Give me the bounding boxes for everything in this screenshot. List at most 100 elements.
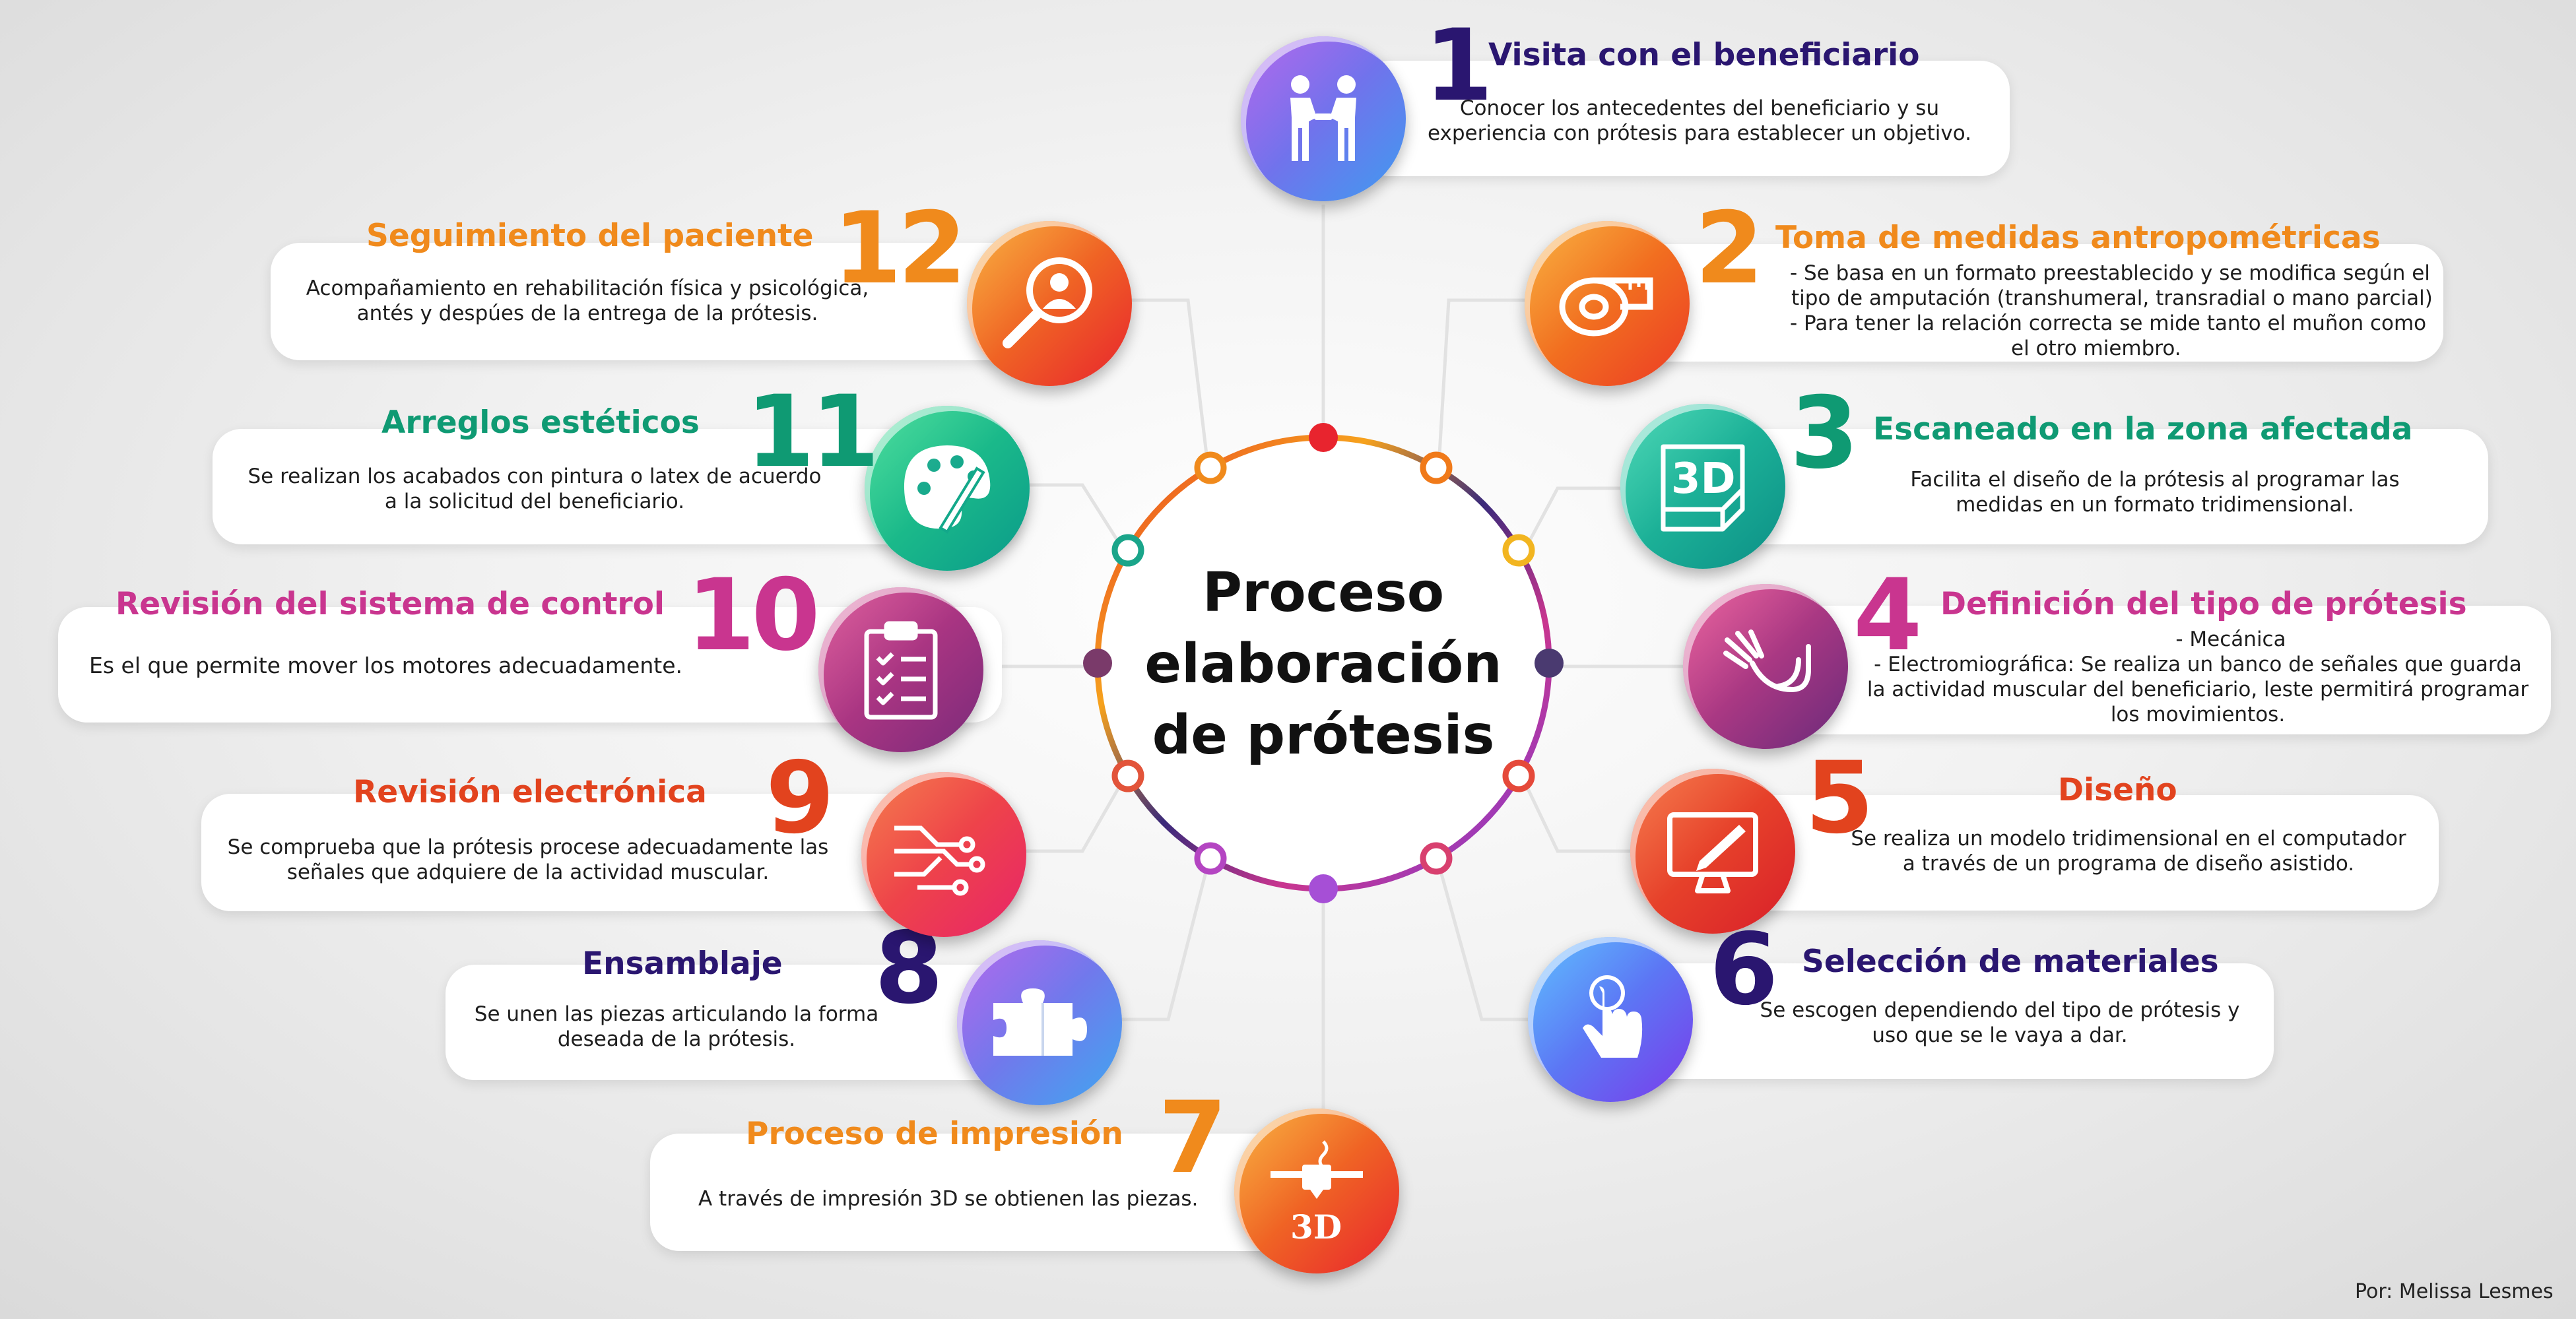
step-3-description: Facilita el diseño de la prótesis al pro…	[1861, 467, 2449, 517]
puzzle-piece-icon	[993, 988, 1087, 1056]
step-11-line-1: Se realizan los acabados con pintura o l…	[248, 465, 822, 488]
step-7-description: A través de impresión 3D se obtienen las…	[698, 1186, 1292, 1211]
step-5-line-2: a través de un programa de diseño asisti…	[1902, 852, 2355, 876]
step-6-line-1: Se escogen dependiendo del tipo de próte…	[1760, 998, 2240, 1022]
step-11-icon-badge	[865, 406, 1030, 571]
step-9-title: Revisión electrónica	[353, 774, 707, 810]
step-8-line-1: Se unen las piezas articulando la forma	[474, 1002, 879, 1026]
svg-text:3D: 3D	[1671, 455, 1736, 503]
measuring-tape-icon	[1559, 277, 1653, 337]
step-2-line-4: el otro miembro.	[2011, 337, 2181, 360]
step-1-number: 1	[1424, 9, 1493, 123]
step-1-icon-badge	[1241, 36, 1406, 201]
step-3-title: Escaneado en la zona afectada	[1873, 411, 2413, 447]
step-2-icon-badge	[1525, 221, 1690, 386]
step-1-title: Visita con el beneficiario	[1488, 37, 1920, 73]
monitor-pen-icon	[1667, 812, 1758, 893]
step-1-line-1: Conocer los antecedentes del beneficiari…	[1459, 96, 1940, 120]
step-4-line-4: los movimientos.	[2110, 703, 2286, 726]
step-10-description: Es el que permite mover los motores adec…	[89, 653, 749, 678]
step-9-icon-badge	[861, 772, 1026, 937]
ring-nodes	[1083, 423, 1564, 903]
step-11-description: Se realizan los acabados con pintura o l…	[231, 464, 838, 514]
step-6-title: Selección de materiales	[1802, 944, 2219, 980]
step-11-title: Arreglos estéticos	[381, 404, 700, 441]
step-4-line-1: - Mecánica	[2175, 627, 2286, 651]
step-6-description: Se escogen dependiendo del tipo de próte…	[1742, 998, 2257, 1048]
step-1-card	[1360, 61, 2010, 176]
step-9-number: 9	[766, 741, 834, 856]
step-1-line-2: experiencia con prótesis para establecer…	[1427, 121, 1971, 145]
process-ring	[1083, 423, 1564, 903]
step-12-line-1: Acompañamiento en rehabilitación física …	[306, 276, 869, 300]
step-3-line-2: medidas en un formato tridimensional.	[1956, 493, 2354, 517]
center-title-line-3: de prótesis	[1152, 704, 1495, 767]
step-12-icon-badge	[967, 221, 1132, 386]
step-11-number: 11	[746, 375, 880, 490]
step-3-number: 3	[1790, 376, 1859, 491]
step-11-line-2: a la solicitud del beneficiario.	[384, 490, 685, 513]
step-5-line-1: Se realiza un modelo tridimensional en e…	[1851, 827, 2406, 851]
step-3-icon-badge: 3D	[1620, 404, 1785, 569]
step-2-line-1: - Se basa en un formato preestablecido y…	[1790, 261, 2430, 285]
3d-cube-icon: 3D	[1661, 444, 1745, 532]
paint-palette-icon	[904, 445, 991, 534]
handshake-people-icon	[1290, 75, 1356, 161]
step-12-number: 12	[833, 191, 967, 306]
step-3-card	[1696, 429, 2488, 544]
step-12-description: Acompañamiento en rehabilitación física …	[284, 276, 891, 326]
step-10-number: 10	[686, 558, 820, 673]
circuit-icon	[894, 825, 985, 896]
step-5-card	[1683, 795, 2439, 911]
touch-finger-icon	[1583, 975, 1643, 1058]
step-6-icon-badge	[1528, 937, 1693, 1102]
step-4-title: Definición del tipo de prótesis	[1940, 586, 2467, 622]
step-7-card	[650, 1134, 1323, 1251]
step-12-title: Seguimiento del paciente	[366, 218, 814, 254]
step-7-line-1: A través de impresión 3D se obtienen las…	[698, 1187, 1199, 1211]
step-5-description: Se realiza un modelo tridimensional en e…	[1835, 826, 2422, 876]
step-5-number: 5	[1805, 741, 1874, 856]
author-credit: Por: Melissa Lesmes	[2355, 1280, 2554, 1303]
step-4-icon-badge	[1683, 584, 1848, 749]
step-3-line-1: Facilita el diseño de la prótesis al pro…	[1910, 468, 2400, 492]
center-title-line-1: Proceso	[1202, 562, 1445, 624]
step-8-title: Ensamblaje	[582, 946, 783, 982]
step-9-line-2: señales que adquiere de la actividad mus…	[286, 860, 770, 884]
step-7-number: 7	[1158, 1081, 1227, 1196]
step-8-line-2: deseada de la prótesis.	[557, 1027, 796, 1051]
step-2-number: 2	[1695, 191, 1764, 306]
step-1-description: Conocer los antecedentes del beneficiari…	[1419, 96, 1980, 146]
step-4-description: - Mecánica - Electromiográfica: Se reali…	[1855, 627, 2541, 727]
step-12-line-2: antés y despúes de la entrega de la prót…	[356, 302, 818, 325]
step-4-line-3: la actividad muscular del beneficiario, …	[1866, 678, 2529, 701]
center-title-line-2: elaboración	[1144, 633, 1502, 695]
step-10-title: Revisión del sistema de control	[116, 586, 665, 622]
step-2-card	[1610, 244, 2443, 362]
step-8-description: Se unen las piezas articulando la forma …	[462, 1002, 891, 1052]
center-title: Proceso elaboración de prótesis	[1129, 558, 1518, 771]
step-5-title: Diseño	[2058, 772, 2177, 808]
step-4-number: 4	[1853, 558, 1922, 673]
step-8-icon-badge	[957, 940, 1122, 1105]
step-10-icon-badge	[818, 587, 983, 752]
clipboard-checklist-icon	[864, 621, 938, 720]
step-9-description: Se comprueba que la prótesis procese ade…	[211, 835, 845, 885]
step-12-card	[271, 243, 1069, 360]
magnifier-person-icon	[1003, 257, 1092, 348]
step-4-line-2: - Electromiográfica: Se realiza un banco…	[1874, 653, 2522, 676]
step-6-card	[1610, 963, 2274, 1079]
step-10-line-1: Es el que permite mover los motores adec…	[89, 653, 683, 678]
step-7-icon-badge: 3D	[1234, 1109, 1399, 1273]
step-7-title: Proceso de impresión	[746, 1116, 1123, 1152]
prosthetic-arm-icon	[1723, 629, 1811, 692]
step-6-line-2: uso que se le vaya a dar.	[1872, 1023, 2128, 1047]
svg-text:3D: 3D	[1290, 1207, 1342, 1244]
step-4-card	[1782, 606, 2551, 734]
step-2-title: Toma de medidas antropométricas	[1775, 220, 2381, 256]
step-2-line-2: tipo de amputación (transhumeral, transr…	[1791, 286, 2433, 310]
step-5-icon-badge	[1630, 769, 1795, 934]
step-2-line-3: - Para tener la relación correcta se mid…	[1790, 311, 2427, 335]
step-2-description: - Se basa en un formato preestablecido y…	[1790, 261, 2433, 361]
